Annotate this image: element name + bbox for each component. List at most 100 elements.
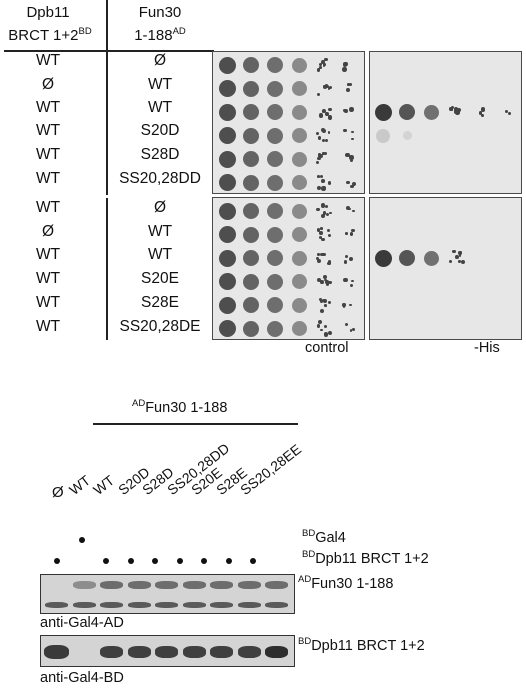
lane-label: Ø	[52, 484, 64, 501]
yeast-spot	[317, 175, 320, 179]
yeast-spot	[291, 128, 307, 143]
yeast-spot	[349, 256, 354, 262]
yeast-spot	[327, 86, 331, 90]
blot-band	[155, 581, 178, 589]
yeast-spot	[343, 260, 348, 265]
yeast-spot	[458, 250, 462, 254]
row-top-5-fun30: S28D	[140, 146, 180, 163]
plate-control-top	[212, 51, 365, 194]
yeast-spot	[349, 83, 352, 87]
plate-his-bottom	[369, 197, 522, 340]
plate-label-his: -His	[474, 340, 500, 356]
yeast-spot	[317, 319, 322, 325]
construct-dot	[78, 537, 85, 543]
yeast-spot	[321, 138, 326, 143]
row-bottom-5-fun30: S28E	[141, 294, 179, 311]
yeast-spot	[218, 103, 236, 121]
yeast-spot	[349, 158, 353, 162]
row-top-3-fun30: WT	[147, 99, 173, 116]
yeast-spot	[291, 250, 307, 266]
yeast-spot	[321, 203, 326, 208]
yeast-spot	[291, 321, 307, 336]
blot-band	[100, 581, 123, 589]
yeast-spot	[351, 130, 354, 134]
yeast-spot	[450, 105, 454, 109]
yeast-spot	[351, 279, 354, 283]
yeast-spot	[318, 62, 323, 66]
yeast-spot	[344, 232, 348, 235]
row-bottom-4-fun30: S20E	[141, 270, 179, 287]
construct-dot	[225, 558, 232, 564]
blot-band	[127, 602, 151, 608]
yeast-spot	[267, 174, 283, 191]
yeast-spot	[324, 304, 327, 307]
yeast-spot	[342, 304, 346, 308]
plate-control-bottom	[212, 197, 365, 340]
blot1-band-label: ADFun30 1-188	[298, 574, 394, 592]
yeast-spot	[323, 274, 328, 279]
yeast-spot	[327, 181, 331, 185]
construct-dot	[176, 558, 183, 564]
yeast-spot	[349, 155, 354, 160]
yeast-spot	[323, 151, 328, 156]
yeast-spot	[344, 108, 349, 113]
blot1-antibody-label: anti-Gal4-AD	[40, 615, 124, 631]
yeast-spot	[324, 325, 328, 329]
yeast-spot	[328, 211, 332, 215]
yeast-spot	[321, 109, 325, 113]
yeast-spot	[320, 328, 323, 332]
yeast-spot	[374, 249, 392, 267]
plate-label-control: control	[305, 340, 349, 356]
yeast-spot	[345, 205, 350, 210]
yeast-spot	[454, 110, 459, 115]
blot-band	[210, 646, 233, 658]
blot-band	[155, 602, 178, 608]
blot-band	[237, 581, 261, 589]
blot-band	[182, 581, 206, 589]
yeast-spot	[267, 80, 283, 97]
header-dpb11: Dpb11	[26, 4, 70, 21]
plate-his-top	[369, 51, 522, 194]
yeast-spot	[349, 107, 354, 112]
column-divider-top	[106, 0, 108, 195]
yeast-spot	[328, 281, 332, 285]
yeast-spot	[352, 209, 355, 213]
blot-band	[44, 645, 69, 659]
yeast-spot	[324, 57, 328, 62]
yeast-spot	[349, 303, 352, 307]
yeast-spot	[218, 150, 236, 168]
blot-anti-gal4-ad	[40, 574, 295, 614]
yeast-spot	[243, 297, 259, 313]
yeast-spot	[450, 108, 454, 112]
yeast-spot	[267, 57, 283, 73]
yeast-spot	[218, 127, 236, 144]
blot-band	[100, 602, 123, 608]
yeast-spot	[507, 112, 511, 115]
row-bottom-6-fun30: SS20,28DE	[119, 318, 201, 335]
yeast-spot	[345, 152, 350, 157]
blot-band	[182, 602, 206, 608]
blot-band	[237, 602, 261, 608]
yeast-spot	[218, 202, 236, 220]
yeast-spot	[321, 128, 326, 133]
construct-dot	[127, 558, 134, 564]
yeast-spot	[325, 84, 330, 89]
yeast-spot	[321, 186, 326, 191]
yeast-spot	[324, 205, 328, 209]
yeast-spot	[318, 154, 323, 159]
row-bottom-3-fun30: WT	[147, 246, 173, 263]
yeast-spot	[243, 174, 259, 191]
header-rule	[4, 50, 214, 52]
lane-bracket-label: ADFun30 1-188	[132, 398, 228, 416]
blot2-antibody-label: anti-Gal4-BD	[40, 670, 124, 686]
blot-band	[265, 602, 288, 608]
yeast-spot	[291, 57, 307, 73]
yeast-spot	[321, 213, 326, 218]
yeast-spot	[291, 227, 307, 242]
row-bottom-2-fun30: WT	[147, 223, 173, 240]
lane-bracket-line	[93, 423, 298, 425]
yeast-spot	[243, 203, 259, 219]
yeast-spot	[320, 280, 324, 285]
yeast-spot	[243, 57, 259, 73]
yeast-spot	[267, 203, 283, 219]
